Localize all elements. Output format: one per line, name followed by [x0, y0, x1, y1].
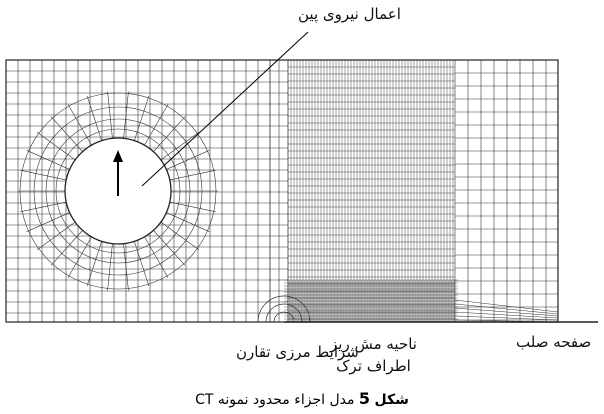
caption-number: 5 [358, 389, 371, 408]
label-rigid-plate: صفحه صلب [516, 333, 592, 351]
specimen-outline [5, 59, 559, 323]
label-fine-mesh-line2: اطراف ترک [336, 357, 411, 375]
load-leader-line [141, 31, 309, 187]
label-symmetry-bc: شرایط مرزی تقارن [236, 343, 359, 361]
label-pin-load: اعمال نیروی پین [298, 5, 401, 23]
caption-text: مدل اجزاء محدود نمونه CT [195, 392, 355, 408]
caption-word: شکل [374, 392, 409, 408]
figure-caption: شکل 5 مدل اجزاء محدود نمونه CT [0, 389, 604, 408]
load-arrowhead [113, 150, 123, 162]
label-fine-mesh: ناحیه مش ریز اطراف ترک [330, 333, 417, 377]
label-fine-mesh-line1: ناحیه مش ریز [330, 335, 417, 353]
